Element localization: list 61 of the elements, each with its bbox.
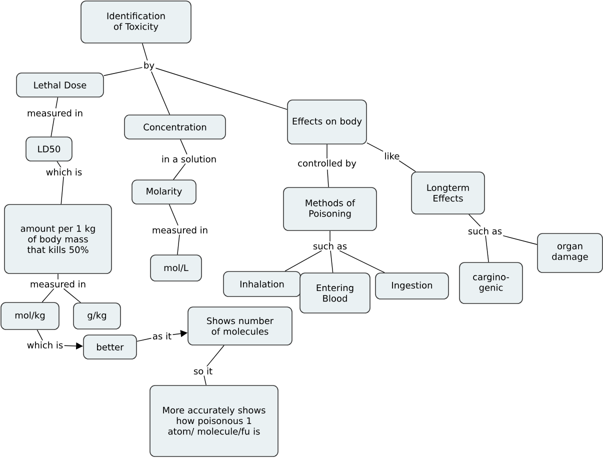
connector	[366, 142, 384, 152]
connector	[142, 43, 148, 61]
connector	[204, 375, 206, 386]
concept-box: Methods of Poisoning	[283, 187, 377, 231]
concept-box: More accurately shows how poisonous 1 atom/ molecule/fu is	[150, 385, 278, 457]
connector	[56, 161, 62, 168]
linking-phrase: controlled by	[296, 158, 358, 170]
connector	[502, 235, 538, 245]
concept-box: mol/L	[150, 254, 202, 282]
concept-box: organ damage	[537, 233, 603, 273]
concept-box: Concentration	[124, 114, 226, 140]
linking-phrase: measured in	[28, 280, 88, 288]
linking-phrase: in a solution	[160, 154, 218, 164]
concept-box: Effects on body	[287, 100, 367, 144]
concept-box: mol/kg	[0, 302, 60, 330]
linking-phrase: which is	[44, 168, 84, 176]
connector	[468, 214, 481, 227]
concept-box: cargino-genic	[459, 262, 523, 304]
connector	[168, 204, 178, 226]
connector	[327, 169, 329, 188]
linking-phrase: by	[142, 60, 156, 72]
linking-phrase: which is	[26, 340, 64, 350]
concept-box: Inhalation	[223, 271, 301, 297]
connector	[56, 97, 58, 109]
connector	[151, 71, 170, 115]
linking-phrase: as it	[151, 332, 173, 340]
linking-phrase: such as	[312, 242, 348, 250]
connector	[398, 160, 416, 172]
linking-phrase: measured in	[150, 226, 210, 234]
connector	[42, 288, 54, 302]
linking-phrase: such as	[466, 226, 504, 236]
connector	[330, 250, 334, 273]
concept-box: Ingestion	[375, 272, 449, 300]
linking-phrase: like	[383, 152, 401, 160]
connector	[60, 176, 64, 204]
concept-box: amount per 1 kg of body mass that kills 50%	[4, 204, 112, 274]
concept-box: Identification of Toxicity	[80, 0, 192, 44]
concept-box: g/kg	[73, 302, 121, 330]
connector	[180, 139, 188, 155]
concept-box: Longterm Effects	[411, 172, 485, 214]
linking-phrase: so it	[192, 366, 214, 376]
connector	[206, 345, 224, 367]
concept-box: Entering Blood	[300, 272, 370, 314]
connector	[36, 330, 43, 341]
concept-box: LD50	[26, 136, 72, 162]
connector	[63, 288, 82, 303]
linking-phrase: measured in	[26, 108, 84, 118]
connector	[50, 117, 55, 137]
concept-box: Lethal Dose	[16, 72, 104, 98]
connector	[173, 163, 186, 180]
concept-box: Shows number of molecules	[188, 306, 292, 346]
connector	[485, 235, 489, 262]
connector	[136, 338, 152, 342]
connector	[339, 250, 385, 273]
concept-box: Molarity	[132, 180, 196, 204]
connector	[284, 250, 322, 272]
connector	[104, 67, 143, 76]
connector	[326, 144, 328, 159]
concept-box: better	[83, 334, 137, 360]
connector	[155, 68, 288, 110]
connector	[177, 234, 180, 255]
